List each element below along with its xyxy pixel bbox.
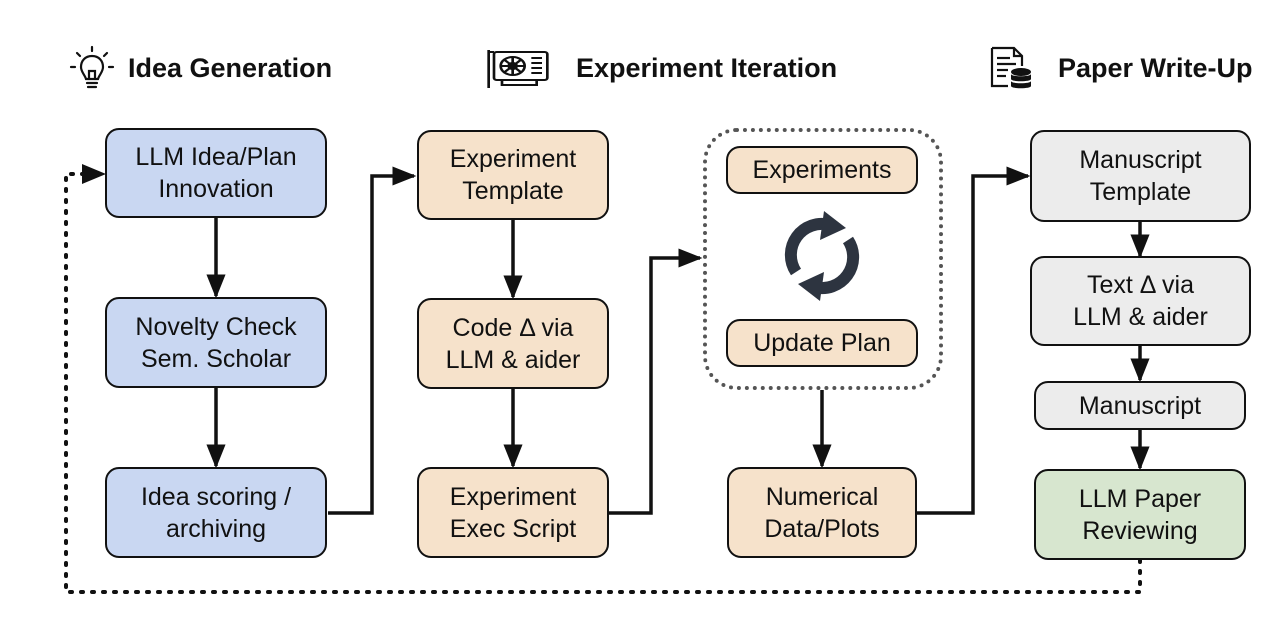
box-text-delta-label: Text Δ via LLM & aider bbox=[1073, 271, 1208, 331]
refresh-cycle-icon bbox=[784, 211, 860, 301]
box-code-delta: Code Δ via LLM & aider bbox=[417, 298, 609, 389]
box-idea-scoring-label: Idea scoring / archiving bbox=[140, 482, 292, 543]
heading-paper-write-up: Paper Write-Up bbox=[982, 44, 1253, 92]
box-text-delta: Text Δ via LLM & aider bbox=[1030, 256, 1251, 346]
box-manuscript: Manuscript bbox=[1034, 381, 1246, 430]
box-llm-idea-plan: LLM Idea/Plan Innovation bbox=[105, 128, 327, 218]
arrow-scoring-to-template bbox=[328, 166, 417, 515]
heading-experiment-iteration: Experiment Iteration bbox=[486, 44, 837, 92]
box-llm-paper-reviewing: LLM Paper Reviewing bbox=[1034, 469, 1246, 560]
feedback-arrowhead bbox=[82, 164, 106, 184]
box-update-plan-label: Update Plan bbox=[753, 329, 891, 357]
box-experiments-label: Experiments bbox=[752, 156, 892, 184]
box-experiment-template: Experiment Template bbox=[417, 130, 609, 220]
box-experiments: Experiments bbox=[726, 146, 918, 194]
box-experiment-exec-script: Experiment Exec Script bbox=[417, 467, 609, 558]
box-llm-paper-reviewing-label: LLM Paper Reviewing bbox=[1078, 484, 1202, 545]
box-manuscript-label: Manuscript bbox=[1078, 391, 1202, 420]
box-numerical-data-label: Numerical Data/Plots bbox=[764, 482, 880, 543]
feedback-dotted-loop bbox=[64, 172, 1142, 594]
box-llm-idea-plan-label: LLM Idea/Plan Innovation bbox=[135, 143, 297, 203]
box-experiment-template-label: Experiment Template bbox=[449, 145, 577, 205]
box-idea-scoring: Idea scoring / archiving bbox=[105, 467, 327, 558]
box-numerical-data: Numerical Data/Plots bbox=[727, 467, 917, 558]
box-update-plan: Update Plan bbox=[726, 319, 918, 367]
box-code-delta-label: Code Δ via LLM & aider bbox=[445, 313, 581, 374]
box-experiment-exec-script-label: Experiment Exec Script bbox=[449, 482, 577, 543]
box-manuscript-template-label: Manuscript Template bbox=[1079, 146, 1202, 206]
heading-idea-generation: Idea Generation bbox=[68, 44, 332, 92]
arrow-exec-to-loop bbox=[609, 248, 703, 515]
heading-idea-label: Idea Generation bbox=[128, 52, 333, 83]
box-manuscript-template: Manuscript Template bbox=[1030, 130, 1251, 222]
lightbulb-icon bbox=[69, 45, 115, 89]
box-novelty-check-label: Novelty Check Sem. Scholar bbox=[135, 312, 297, 373]
box-novelty-check: Novelty Check Sem. Scholar bbox=[105, 297, 327, 388]
document-database-icon bbox=[990, 46, 1031, 89]
arrow-numerical-to-manuscript-template bbox=[917, 166, 1031, 515]
gpu-card-icon bbox=[487, 50, 549, 88]
heading-experiment-label: Experiment Iteration bbox=[576, 52, 838, 83]
experiment-loop-frame bbox=[703, 128, 943, 390]
heading-paper-label: Paper Write-Up bbox=[1058, 52, 1253, 83]
